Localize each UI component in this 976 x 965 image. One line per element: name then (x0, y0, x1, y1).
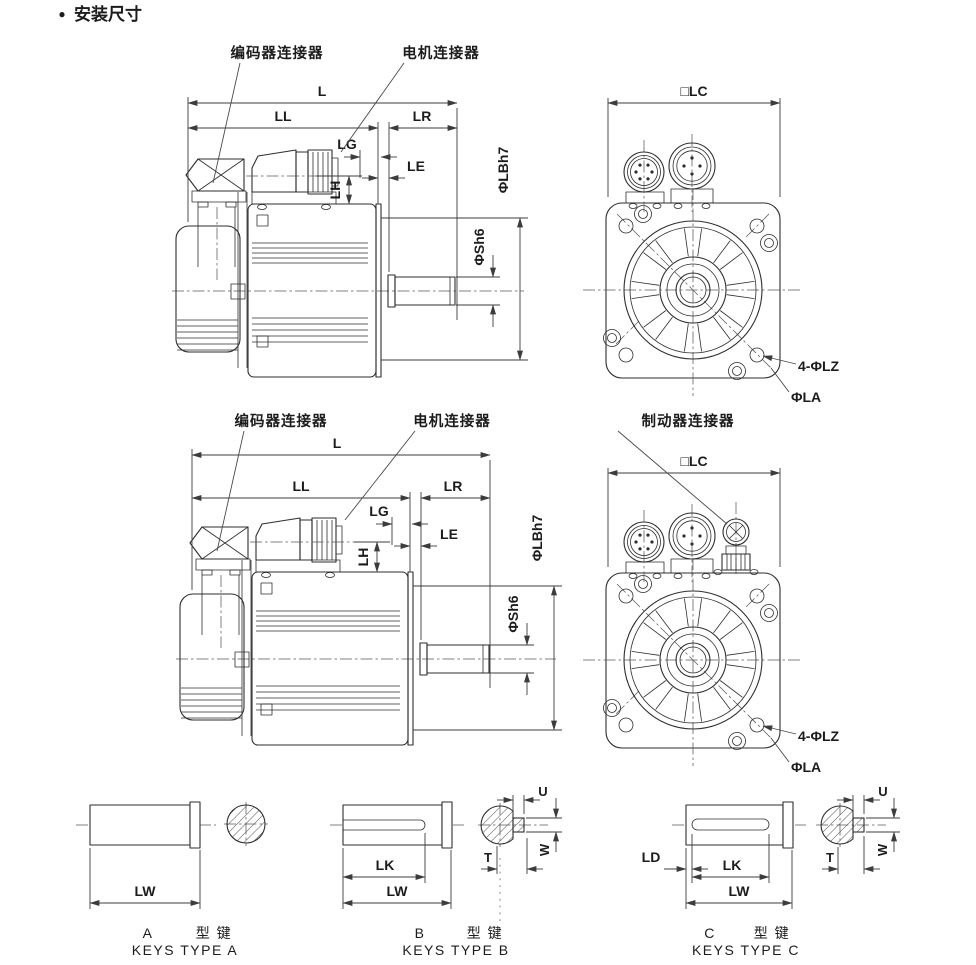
dim-label-lk: LK (376, 857, 395, 873)
encoder-connector-shape (189, 526, 251, 648)
page-title: 安装尺寸 (74, 4, 142, 24)
dim-label-w: W (875, 843, 890, 856)
top-front-view-drawing: □LC 4-ΦLZ ΦLA (583, 83, 839, 405)
dim-label-lc: □LC (680, 83, 707, 99)
title-bullet-icon: ● (58, 7, 65, 21)
top-side-callouts: 编码器连接器 电机连接器 (212, 44, 480, 184)
motor-connector-shape (250, 517, 390, 578)
dim-label-lg: LG (369, 503, 389, 519)
key-b-dimensions: LK LW U W T (342, 784, 562, 909)
key-c-type-en: KEYS TYPE C (692, 942, 800, 958)
key-c-dimensions: LD LK LW U W T (642, 784, 900, 909)
dim-label-s: ΦSh6 (471, 228, 487, 265)
key-a-letter: A (143, 925, 154, 941)
dim-label-lb: ΦLBh7 (529, 515, 545, 562)
key-type-c-drawing: LD LK LW U W T C 型 键 KEYS TYPE C (642, 784, 900, 958)
key-type-a-drawing: LW A 型 键 KEYS TYPE A (76, 801, 268, 958)
key-b-type-cn: 型 键 (467, 925, 503, 941)
page-header: ● 安装尺寸 (58, 4, 142, 24)
dim-label-la: ΦLA (791, 389, 821, 405)
encoder-connector-label: 编码器连接器 (231, 44, 324, 62)
key-c-letter: C (704, 925, 716, 941)
dim-label-lh: LH (327, 181, 343, 200)
dim-label-la: ΦLA (791, 759, 821, 775)
dim-label-lk: LK (723, 857, 742, 873)
brake-connector-label: 制动器连接器 (642, 412, 735, 430)
key-type-b-drawing: LK LW U W T B 型 键 KEYS TYPE B (330, 784, 562, 958)
brake-side-dimensions: L LL LR LG LE LH ΦLBh7 ΦSh6 (191, 435, 562, 731)
dim-label-lr: LR (444, 478, 463, 494)
dim-label-lw: LW (135, 883, 157, 899)
encoder-connector-label: 编码器连接器 (235, 412, 328, 430)
top-side-view-drawing: L LL LR LG LE LH ΦLBh7 (172, 44, 528, 378)
motor-connector-shape (246, 149, 352, 210)
dim-label-le: LE (407, 158, 425, 174)
brake-connector-shape (713, 502, 759, 575)
dim-label-s: ΦSh6 (505, 595, 521, 632)
dim-label-l: L (333, 435, 342, 451)
body-fins (256, 610, 400, 711)
dim-label-lb: ΦLBh7 (495, 147, 511, 194)
key-a-type-cn: 型 键 (196, 925, 232, 941)
brake-side-body (176, 517, 556, 746)
dim-label-u: U (538, 784, 547, 799)
dim-label-le: LE (440, 526, 458, 542)
dim-label-w: W (537, 843, 552, 856)
dim-label-ld: LD (642, 849, 661, 865)
dim-label-lc: □LC (680, 453, 707, 469)
dim-label-u: U (878, 784, 887, 799)
key-a-dimensions: LW (89, 848, 201, 909)
brake-side-view-drawing: L LL LR LG LE LH ΦLBh7 ΦSh6 (176, 412, 562, 746)
key-b-letter: B (415, 925, 426, 941)
dim-label-l: L (318, 83, 327, 99)
key-a-type-en: KEYS TYPE A (132, 942, 239, 958)
dim-label-lw: LW (387, 883, 409, 899)
body-fins (252, 242, 368, 343)
key-b-type-en: KEYS TYPE B (402, 942, 509, 958)
brake-side-callouts: 编码器连接器 电机连接器 (216, 412, 491, 552)
motor-connector-label: 电机连接器 (413, 412, 491, 430)
dim-label-ll: LL (274, 108, 292, 124)
dim-label-lw: LW (729, 883, 751, 899)
dim-label-t: T (826, 850, 834, 865)
key-c-type-cn: 型 键 (754, 925, 790, 941)
motor-connector-label: 电机连接器 (402, 44, 480, 62)
top-side-body (172, 149, 524, 378)
dim-label-ll: LL (292, 478, 310, 494)
dim-label-lr: LR (413, 108, 432, 124)
dim-label-lh: LH (355, 548, 371, 567)
dim-label-t: T (484, 850, 492, 865)
dim-label-lz: 4-ΦLZ (798, 358, 839, 374)
top-side-dimensions: L LL LR LG LE LH ΦLBh7 (187, 83, 528, 361)
encoder-connector-shape (185, 158, 247, 280)
brake-front-view-drawing: 制动器连接器 □LC 4-ΦLZ ΦLA (583, 412, 839, 775)
dim-label-lz: 4-ΦLZ (798, 728, 839, 744)
